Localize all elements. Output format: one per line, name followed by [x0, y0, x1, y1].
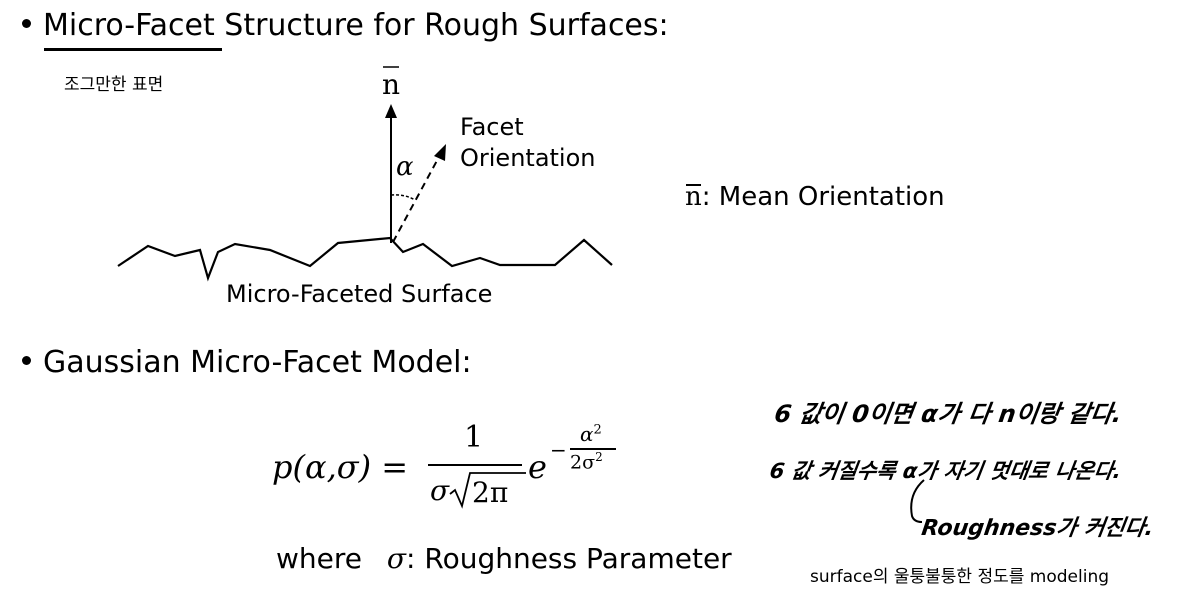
where-text: : Roughness Parameter — [406, 542, 732, 575]
bullet-gaussian: Gaussian Micro-Facet Model: — [22, 345, 472, 380]
bullet-dot — [22, 19, 31, 28]
facet-label-2: Orientation — [460, 144, 596, 172]
where-prefix: where — [276, 542, 362, 575]
normal-arrow-head — [385, 104, 397, 118]
normal-label: n — [382, 68, 400, 101]
bullet-dot — [22, 356, 31, 365]
handwritten-bracket — [910, 479, 925, 523]
microfacet-title-rest: Structure for Rough Surfaces: — [214, 8, 669, 43]
surface-label: Micro-Faceted Surface — [226, 280, 492, 308]
formula-lhs: p(α,σ) = — [272, 448, 409, 486]
formula-exp-sign: − — [550, 438, 567, 462]
where-line: where σ: Roughness Parameter — [276, 542, 732, 575]
handwritten-note-line1: 6 값이 0이면 α가 다 n이랑 같다. — [772, 400, 1124, 428]
mean-orientation-symbol: n — [685, 182, 702, 212]
sqrt-sign — [449, 472, 526, 509]
formula-exp-num: α2 — [580, 422, 602, 446]
alpha-angle-arc — [390, 194, 416, 201]
facet-arrow-head — [434, 144, 446, 161]
bullet-microfacet: Micro-Facet Structure for Rough Surfaces… — [22, 8, 669, 43]
mean-orientation-legend: n : Mean Orientation — [685, 182, 945, 212]
handwritten-note-line2: 6 값 커질수록 α가 자기 멋대로 나온다. — [768, 459, 1123, 483]
korean-note-modeling: surface의 울퉁불퉁한 정도를 modeling — [810, 567, 1110, 587]
formula-exp-bar — [570, 448, 616, 450]
microfacet-diagram: n α Facet Orientation Micro-Faceted Surf… — [117, 66, 613, 308]
facet-arrow-line — [392, 154, 441, 243]
facet-label-1: Facet — [460, 113, 524, 141]
formula-base-e: e — [528, 448, 547, 486]
formula-den-sigma: σ — [430, 474, 450, 507]
gaussian-formula: p(α,σ) = 1 σ 2π e − α2 2σ2 — [272, 420, 672, 510]
handwritten-note-line3: Roughness가 커진다. — [919, 516, 1156, 541]
micro-faceted-surface-line — [117, 236, 613, 282]
where-sigma: σ — [386, 542, 407, 575]
alpha-label: α — [396, 152, 414, 182]
mean-orientation-text: : Mean Orientation — [701, 182, 945, 212]
mean-orientation-bar — [686, 184, 701, 186]
microfacet-underline — [44, 48, 222, 51]
gaussian-title: Gaussian Micro-Facet Model: — [43, 345, 472, 380]
korean-note-small-surface: 조그만한 표면 — [64, 75, 164, 95]
microfacet-underlined: Micro-Facet — [43, 8, 215, 43]
formula-numerator: 1 — [464, 420, 484, 455]
formula-den-root: 2π — [472, 476, 509, 509]
formula-exp-den: 2σ2 — [570, 450, 603, 474]
formula-fraction-bar — [428, 464, 522, 466]
